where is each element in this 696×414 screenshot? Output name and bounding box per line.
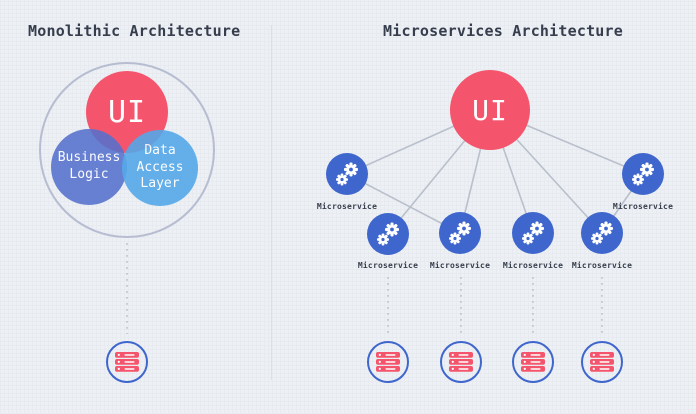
data-access-layer-circle: Data Access Layer bbox=[122, 130, 198, 206]
gears-icon bbox=[518, 218, 548, 248]
gears-icon bbox=[628, 159, 658, 189]
database-dotted-lines bbox=[126, 243, 603, 334]
business-logic-label: Business Logic bbox=[57, 150, 121, 182]
microservices-ui-label: UI bbox=[472, 93, 508, 127]
data-access-layer-label: Data Access Layer bbox=[136, 142, 184, 192]
microservice-node-outer-left bbox=[326, 153, 368, 195]
microservice-database-node-4 bbox=[581, 341, 623, 383]
microservice-database-node-2 bbox=[440, 341, 482, 383]
business-logic-circle: Business Logic bbox=[51, 129, 127, 205]
monolith-boundary-ring bbox=[39, 62, 215, 238]
microservice-node-inner-4 bbox=[581, 212, 623, 254]
microservice-database-node-1 bbox=[367, 341, 409, 383]
monolith-ui-label: UI bbox=[107, 94, 147, 130]
microservice-database-node-3 bbox=[512, 341, 554, 383]
microservice-label-inner-1: Microservice bbox=[357, 261, 419, 270]
monolithic-title: Monolithic Architecture bbox=[28, 22, 241, 40]
microservice-label-outer-left: Microservice bbox=[316, 202, 378, 211]
microservice-node-outer-right bbox=[622, 153, 664, 195]
gears-icon bbox=[587, 218, 617, 248]
microservice-node-inner-2 bbox=[439, 212, 481, 254]
gears-icon bbox=[373, 219, 403, 249]
microservices-ui-circle: UI bbox=[450, 70, 530, 150]
microservice-node-inner-3 bbox=[512, 212, 554, 254]
microservice-label-inner-4: Microservice bbox=[571, 261, 633, 270]
microservice-node-inner-1 bbox=[367, 213, 409, 255]
gears-icon bbox=[332, 159, 362, 189]
microservice-label-inner-3: Microservice bbox=[502, 261, 564, 270]
server-stack-icon bbox=[115, 352, 139, 372]
server-stack-icon bbox=[521, 352, 545, 372]
gears-icon bbox=[445, 218, 475, 248]
server-stack-icon bbox=[449, 352, 473, 372]
microservices-title: Microservices Architecture bbox=[383, 22, 623, 40]
server-stack-icon bbox=[590, 352, 614, 372]
monolith-database-node bbox=[106, 341, 148, 383]
microservice-label-outer-right: Microservice bbox=[612, 202, 674, 211]
microservice-label-inner-2: Microservice bbox=[429, 261, 491, 270]
server-stack-icon bbox=[376, 352, 400, 372]
